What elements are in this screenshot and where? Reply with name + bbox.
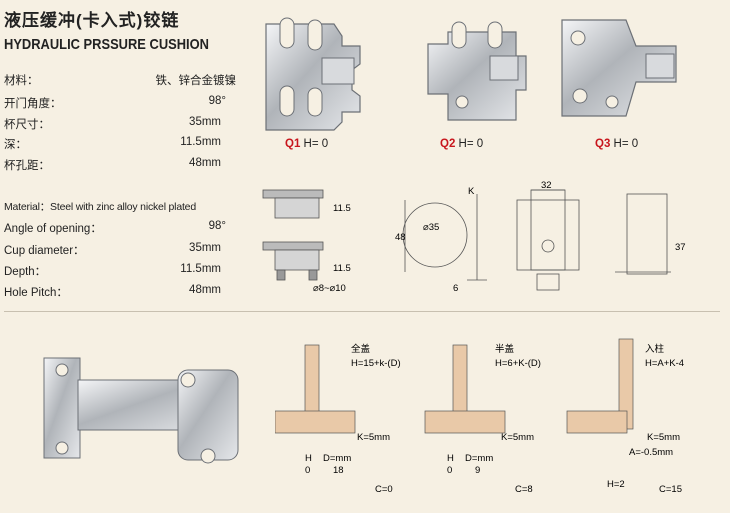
spec-pitch-label: 杯孔距： bbox=[4, 160, 50, 172]
spec-en-depth-label: Depth： bbox=[4, 266, 47, 278]
overlay-full-col2: D=mm bbox=[323, 453, 351, 464]
plate-side-view bbox=[615, 193, 671, 275]
overlay-half-col1: H bbox=[447, 453, 454, 464]
overlay-full-k: K=5mm bbox=[357, 432, 390, 443]
overlay-inset-formula: H=A+K-4 bbox=[645, 358, 684, 369]
overlay-full: 全盖 H=15+k-(D) K=5mm H D=mm 0 18 C=0 bbox=[275, 343, 401, 495]
plate-width-dim: 32 bbox=[541, 180, 552, 191]
spec-en-angle-value: 98° bbox=[208, 220, 226, 232]
plate-q3-image bbox=[561, 19, 677, 117]
spec-en-material: Material：Steel with zinc alloy nickel pl… bbox=[4, 201, 196, 213]
plate-label-q3: Q3 H= 0 bbox=[595, 138, 639, 150]
spec-depth-value: 11.5mm bbox=[180, 136, 221, 148]
cup-depth-bottom: 11.5 bbox=[333, 263, 351, 274]
overlay-full-cn: 全盖 bbox=[351, 343, 371, 355]
overlay-full-formula: H=15+k-(D) bbox=[351, 358, 401, 369]
overlay-full-v2: 18 bbox=[333, 465, 344, 476]
spec-cup-label: 杯尺寸： bbox=[4, 119, 50, 131]
overlay-half-v1: 0 bbox=[447, 465, 452, 476]
spec-material-label: 材料： bbox=[4, 75, 39, 87]
overlay-half-col2: D=mm bbox=[465, 453, 493, 464]
plate-front-view bbox=[516, 189, 580, 291]
overlay-half-k: K=5mm bbox=[501, 432, 534, 443]
spec-en-depth-value: 11.5mm bbox=[180, 263, 221, 275]
tech-drawings: 11.5 11.5 ⌀8~⌀10 K 48 ⌀35 6 32 37 bbox=[262, 180, 686, 294]
overlay-inset: 入柱 H=A+K-4 K=5mm A=-0.5mm H=2 C=15 bbox=[566, 338, 684, 495]
circle-diameter: ⌀35 bbox=[423, 222, 439, 233]
page-title-cn: 液压缓冲(卡入式)铰链 bbox=[4, 11, 180, 30]
spec-depth-label: 深： bbox=[4, 139, 27, 151]
overlay-diagrams: 全盖 H=15+k-(D) K=5mm H D=mm 0 18 C=0 半盖 H… bbox=[275, 338, 684, 495]
cup-screw-dim: ⌀8~⌀10 bbox=[313, 283, 346, 294]
overlay-half-v2: 9 bbox=[475, 465, 480, 476]
overlay-half-cn: 半盖 bbox=[495, 343, 515, 355]
spec-material-value: 铁、锌合金镀镍 bbox=[155, 75, 237, 87]
cup-depth-top: 11.5 bbox=[333, 203, 351, 214]
spec-pitch-value: 48mm bbox=[189, 157, 221, 169]
spec-cup-value: 35mm bbox=[189, 116, 221, 128]
plate-label-q1: Q1 H= 0 bbox=[285, 138, 329, 150]
spec-angle-value: 98° bbox=[208, 95, 226, 107]
plate-height-dim: 37 bbox=[675, 242, 686, 253]
plate-q1-image bbox=[265, 17, 361, 131]
spec-en-pitch-value: 48mm bbox=[189, 284, 221, 296]
overlay-inset-a: A=-0.5mm bbox=[629, 447, 673, 458]
spec-en-pitch-label: Hole Pitch： bbox=[4, 287, 68, 299]
spec-en-angle-label: Angle of opening： bbox=[4, 223, 102, 235]
cup-side-view bbox=[262, 189, 324, 281]
overlay-inset-cn: 入柱 bbox=[645, 343, 665, 355]
overlay-full-v1: 0 bbox=[305, 465, 310, 476]
circle-k: K bbox=[468, 186, 475, 197]
overlay-half-c: C=8 bbox=[515, 484, 533, 495]
spec-angle-label: 开门角度： bbox=[4, 98, 62, 110]
hinge-image bbox=[43, 357, 239, 464]
overlay-half-formula: H=6+K-(D) bbox=[495, 358, 541, 369]
circle-pitch: 48 bbox=[395, 232, 406, 243]
overlay-full-c: C=0 bbox=[375, 484, 393, 495]
overlay-full-col1: H bbox=[305, 453, 312, 464]
overlay-inset-k: K=5mm bbox=[647, 432, 680, 443]
overlay-half: 半盖 H=6+K-(D) K=5mm H D=mm 0 9 C=8 bbox=[424, 343, 541, 495]
circle-edge: 6 bbox=[453, 283, 458, 294]
plate-q2-image bbox=[427, 21, 527, 121]
plate-label-q2: Q2 H= 0 bbox=[440, 138, 484, 150]
page-title-en: HYDRAULIC PRSSURE CUSHION bbox=[4, 36, 209, 53]
section-divider bbox=[4, 311, 720, 312]
overlay-inset-h: H=2 bbox=[607, 479, 625, 490]
spec-en-cup-label: Cup diameter： bbox=[4, 245, 85, 257]
spec-en-cup-value: 35mm bbox=[189, 242, 221, 254]
cup-circle-view bbox=[402, 194, 487, 281]
mounting-plates bbox=[265, 17, 677, 131]
overlay-inset-c: C=15 bbox=[659, 484, 682, 495]
